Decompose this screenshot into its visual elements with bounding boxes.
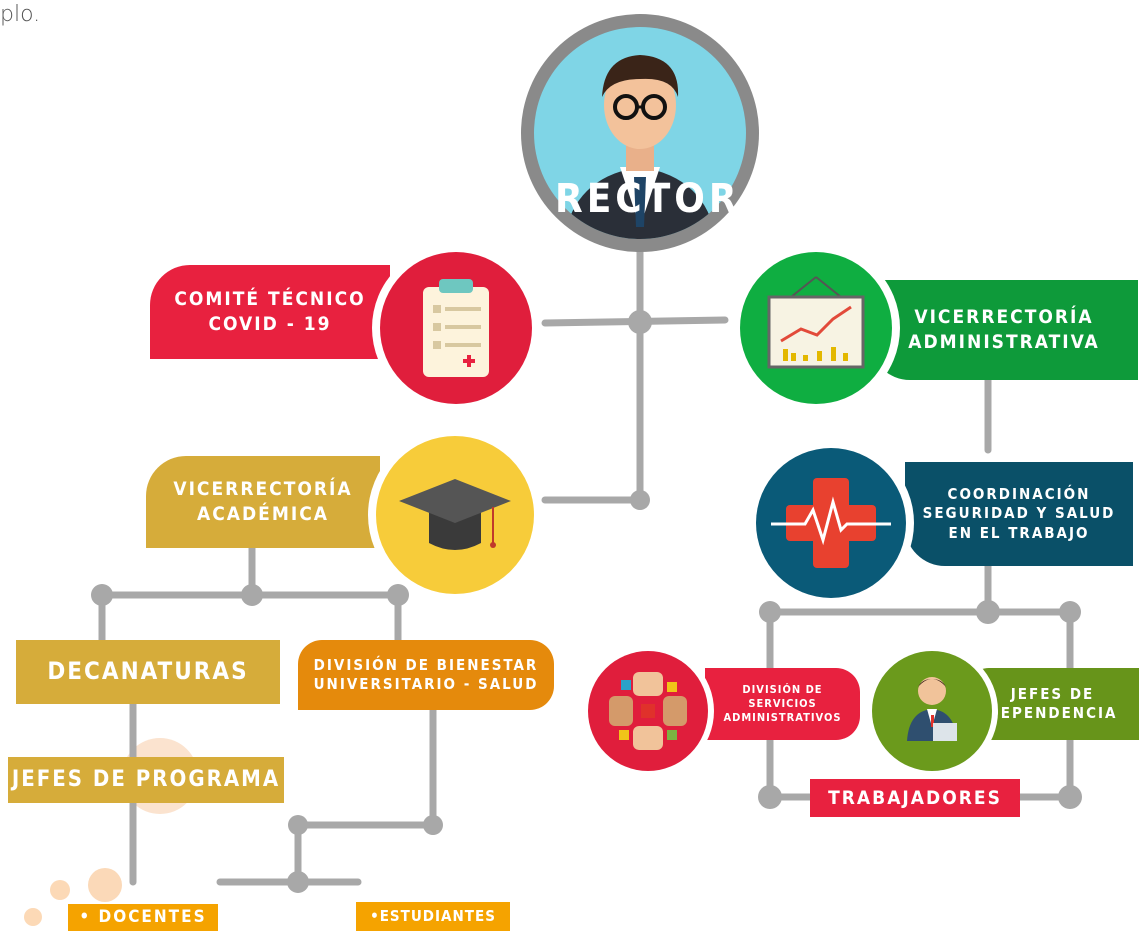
jefes-dependencia-circle [866, 645, 998, 777]
coordinacion-line2: SEGURIDAD Y SALUD [922, 504, 1116, 523]
coordinacion-line1: COORDINACIÓN [947, 484, 1091, 503]
coordinacion-line3: EN EL TRABAJO [948, 523, 1090, 542]
vic-acad-box: VICERRECTORÍA ACADÉMICA [146, 456, 380, 548]
servicios-circle [582, 645, 714, 777]
vic-admin-box: VICERRECTORÍA ADMINISTRATIVA [870, 280, 1138, 380]
jefes-dependencia-line2: DEPENDENCIA [987, 704, 1118, 722]
decor-circle-small [50, 880, 70, 900]
docentes-label: • DOCENTES [79, 907, 207, 928]
servicios-line3: ADMINISTRATIVOS [723, 711, 842, 725]
servicios-line1: DIVISIÓN DE [742, 682, 823, 696]
comite-circle [372, 244, 540, 412]
comite-line1: COMITÉ TÉCNICO [174, 288, 366, 311]
servicios-box: DIVISIÓN DE SERVICIOS ADMINISTRATIVOS [705, 668, 860, 740]
vic-admin-line1: VICERRECTORÍA [914, 306, 1094, 329]
servicios-line2: SERVICIOS [748, 696, 817, 710]
estudiantes-label: •ESTUDIANTES [370, 906, 496, 925]
rector-label: RECTOR [555, 176, 741, 222]
decor-circle-tiny [24, 908, 42, 926]
vic-admin-line2: ADMINISTRATIVA [908, 331, 1100, 353]
top-text: plo. [0, 2, 41, 27]
coordinacion-circle [748, 440, 914, 606]
vic-acad-line1: VICERRECTORÍA [173, 478, 353, 501]
office-worker-icon [907, 677, 957, 741]
decor-circle-medium [88, 868, 122, 902]
jefes-dependencia-line1: JEFES DE [1010, 684, 1095, 703]
jefes-programa-box: JEFES DE PROGRAMA [8, 757, 284, 803]
clipboard-icon [423, 279, 489, 377]
graduation-cap-icon [399, 479, 511, 550]
comite-box: COMITÉ TÉCNICO COVID - 19 [150, 265, 390, 359]
bienestar-line1: DIVISIÓN DE BIENESTAR [313, 655, 539, 674]
coordinacion-box: COORDINACIÓN SEGURIDAD Y SALUD EN EL TRA… [905, 462, 1133, 566]
estudiantes-box: •ESTUDIANTES [356, 902, 510, 931]
bienestar-box: DIVISIÓN DE BIENESTAR UNIVERSITARIO - SA… [298, 640, 554, 710]
rector-person-icon [564, 55, 716, 239]
vic-acad-line2: ACADÉMICA [196, 503, 330, 525]
vic-acad-circle [368, 428, 542, 602]
docentes-box: • DOCENTES [68, 904, 218, 931]
hands-circle-icon [609, 672, 687, 750]
jefes-programa-label: JEFES DE PROGRAMA [11, 766, 281, 792]
comite-line2: COVID - 19 [208, 313, 332, 335]
rector-node [521, 14, 759, 252]
bienestar-line2: UNIVERSITARIO - SALUD [313, 675, 539, 693]
decanaturas-box: DECANATURAS [16, 640, 280, 704]
trabajadores-label: TRABAJADORES [828, 786, 1002, 809]
chart-board-icon [767, 276, 865, 369]
trabajadores-box: TRABAJADORES [810, 779, 1020, 817]
health-cross-icon [771, 478, 891, 568]
vic-admin-circle [732, 244, 900, 412]
decanaturas-label: DECANATURAS [47, 657, 249, 686]
